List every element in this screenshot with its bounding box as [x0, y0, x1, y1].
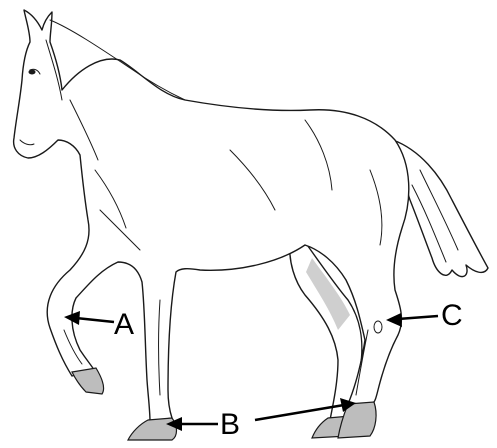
- label-c: C: [441, 299, 463, 332]
- horse-eye: [29, 70, 36, 75]
- label-a: A: [114, 308, 134, 341]
- near-fore-hoof: [128, 418, 177, 440]
- raised-fore-hoof: [72, 368, 104, 394]
- label-b: B: [220, 408, 240, 441]
